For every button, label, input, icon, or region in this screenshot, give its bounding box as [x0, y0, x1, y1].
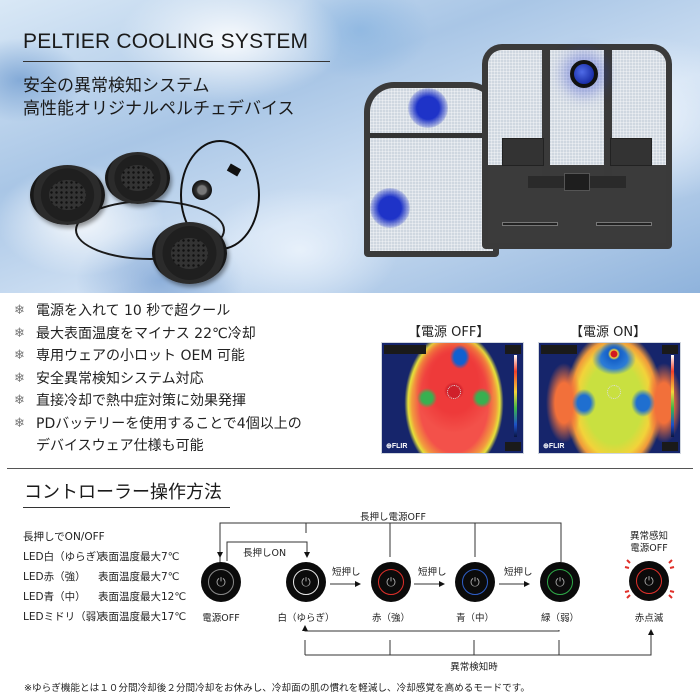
power-icon: ⏻: [216, 575, 226, 589]
vest-back-image: [364, 82, 499, 257]
vest-front-image: [482, 44, 672, 249]
led-ring: [378, 569, 404, 595]
redacted-box: [505, 442, 521, 451]
redacted-box: [662, 345, 678, 354]
legend-row: LED赤（強）表面温度最大7℃: [23, 571, 180, 583]
state-label: 電源OFF: [202, 613, 240, 624]
label-anomaly-detected: 異常検知時: [450, 662, 498, 673]
legend-row: 長押しでON/OFF: [23, 531, 105, 543]
cooling-spot-icon: [370, 188, 410, 228]
label-short-press: 短押し: [418, 567, 447, 578]
redacted-box: [541, 345, 577, 354]
legend-row: LED青（中）表面温度最大12℃: [23, 591, 187, 603]
led-ring: [462, 569, 488, 595]
power-icon: ⏻: [644, 574, 654, 588]
flir-logo: ⊕FLIR: [543, 443, 565, 450]
neck-cooling-device-icon: [570, 60, 598, 88]
legend-row: LED白（ゆらぎ）表面温度最大7℃: [23, 551, 180, 563]
hero-banner: PELTIER COOLING SYSTEM 安全の異常検知システム 高性能オリ…: [0, 0, 700, 293]
temperature-scale-bar: [671, 355, 674, 437]
label-long-press-power-off: 長押し電源OFF: [360, 512, 426, 523]
pad-grill: [170, 237, 209, 269]
hero-subtitle: 安全の異常検知システム 高性能オリジナルペルチェデバイス: [23, 75, 295, 121]
power-button-blue: ⏻: [455, 562, 495, 602]
led-ring: [547, 569, 573, 595]
temperature-scale-bar: [514, 355, 517, 437]
feature-item: ❄PDバッテリーを使用することで4個以上の デバイスウェア仕様も可能: [14, 413, 364, 458]
feature-item: ❄直接冷却で熱中症対策に効果発揮: [14, 390, 364, 413]
vest-chest-pocket-right: [610, 138, 652, 166]
hero-title-underline: [23, 61, 330, 62]
pad-grill: [121, 165, 154, 191]
redacted-box: [662, 442, 678, 451]
led-ring: [208, 569, 234, 595]
controller-section-title: コントローラー操作方法: [24, 482, 222, 503]
power-icon: ⏻: [555, 575, 565, 589]
feature-item: ❄安全異常検知システム対応: [14, 368, 364, 391]
cooling-spot-icon: [408, 88, 448, 128]
redacted-box: [505, 345, 521, 354]
power-button-off: ⏻: [201, 562, 241, 602]
legend-row: LEDミドリ（弱）表面温度最大17℃: [23, 611, 187, 623]
feature-item: ❄電源を入れて 10 秒で超クール: [14, 300, 364, 323]
label-anomaly-power-off-1: 異常感知: [629, 531, 669, 542]
controller-switch-icon: [192, 180, 212, 200]
label-short-press: 短押し: [332, 567, 361, 578]
controller-title-underline: [23, 507, 230, 508]
power-icon: ⏻: [470, 575, 480, 589]
feature-item: ❄専用ウェアの小ロット OEM 可能: [14, 345, 364, 368]
power-icon: ⏻: [301, 575, 311, 589]
led-legend: 長押しでON/OFF LED白（ゆらぎ）表面温度最大7℃ LED赤（強）表面温度…: [23, 527, 186, 627]
snowflake-icon: ❄: [14, 415, 25, 431]
thermal-off-label: 【電源 OFF】: [408, 325, 490, 340]
vest-chest-pocket-left: [502, 138, 544, 166]
peltier-pad-left: [30, 165, 105, 225]
snowflake-icon: ❄: [14, 325, 25, 341]
state-label: 緑（弱）: [540, 613, 580, 624]
vest-zipper-left: [502, 222, 558, 226]
led-ring: [636, 568, 662, 594]
thermal-image-power-off: ⊕FLIR: [381, 342, 524, 454]
peltier-device-image: [30, 130, 260, 290]
state-label: 青（中）: [455, 613, 495, 624]
flir-logo: ⊕FLIR: [386, 443, 408, 450]
snowflake-icon: ❄: [14, 370, 25, 386]
label-short-press: 短押し: [504, 567, 533, 578]
peltier-pad-bottom: [152, 222, 227, 284]
state-label: 赤（強）: [371, 613, 411, 624]
redacted-box: [384, 345, 426, 354]
state-label: 白（ゆらぎ）: [277, 613, 335, 624]
vest-zipper-right: [596, 222, 652, 226]
led-ring: [293, 569, 319, 595]
state-label: 赤点滅: [634, 613, 664, 624]
thermal-image-power-on: ⊕FLIR: [538, 342, 681, 454]
snowflake-icon: ❄: [14, 348, 25, 363]
vest-buckle: [564, 173, 590, 191]
power-button-red: ⏻: [371, 562, 411, 602]
crosshair-icon: [447, 385, 461, 399]
hero-subtitle-line1: 安全の異常検知システム: [23, 76, 210, 96]
power-button-red-blinking: ⏻: [629, 561, 669, 601]
feature-item: ❄最大表面温度をマイナス 22℃冷却: [14, 323, 364, 346]
section-divider: [7, 468, 693, 469]
power-icon: ⏻: [386, 575, 396, 589]
peltier-pad-top: [105, 152, 170, 204]
power-button-white: ⏻: [286, 562, 326, 602]
snowflake-icon: ❄: [14, 393, 25, 408]
snowflake-icon: ❄: [14, 303, 25, 318]
hero-title: PELTIER COOLING SYSTEM: [23, 30, 309, 53]
footnote: ※ゆらぎ機能とは１０分間冷却後２分間冷却をお休みし、冷却面の肌の慣れを軽減し、冷…: [24, 683, 530, 694]
power-button-green: ⏻: [540, 562, 580, 602]
hero-subtitle-line2: 高性能オリジナルペルチェデバイス: [23, 99, 295, 119]
vest-front-collar: [542, 44, 612, 179]
thermal-on-label: 【電源 ON】: [570, 325, 647, 340]
pad-grill: [48, 180, 87, 210]
label-long-press-on: 長押しON: [243, 548, 287, 559]
label-anomaly-power-off-2: 電源OFF: [630, 543, 668, 554]
feature-list: ❄電源を入れて 10 秒で超クール ❄最大表面温度をマイナス 22℃冷却 ❄専用…: [14, 300, 364, 458]
crosshair-icon: [607, 385, 621, 399]
vest-back-zipper: [370, 133, 493, 138]
